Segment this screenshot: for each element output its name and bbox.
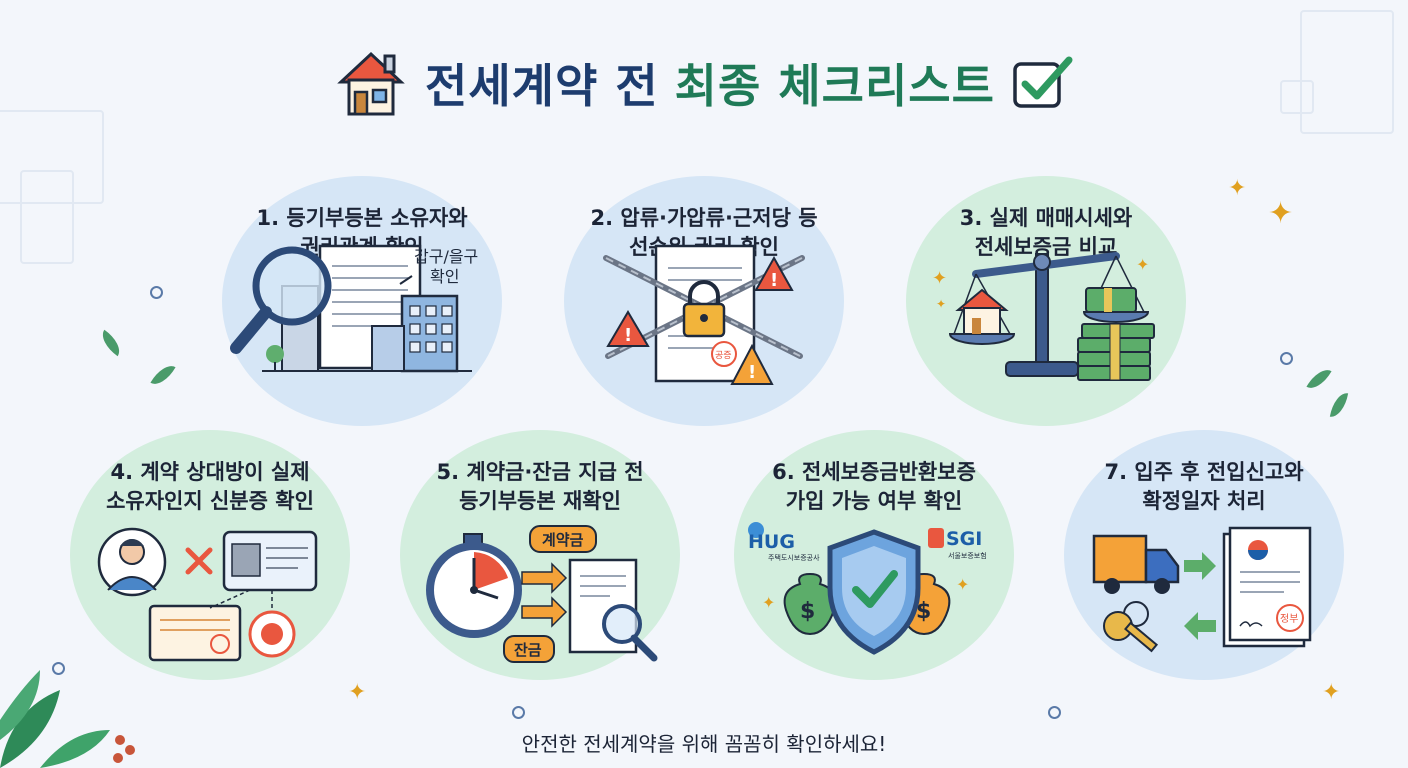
background-decoration (0, 110, 104, 204)
page-title: 전세계약 전 최종 체크리스트 (0, 38, 1408, 128)
deposit-tag: 계약금 (542, 531, 584, 549)
leaf-decoration (150, 360, 176, 390)
sgi-logo: SGI (946, 528, 982, 550)
svg-text:$: $ (916, 599, 931, 624)
hug-logo-caption: 주택도시보증공사 (768, 553, 820, 562)
svg-text:✦: ✦ (936, 297, 946, 311)
title-part-2: 최종 체크리스트 (674, 59, 995, 113)
footer-message: 안전한 전세계약을 위해 꼼꼼히 확인하세요! (521, 732, 887, 756)
dot-decoration (1048, 706, 1061, 719)
checklist-card-4: 4. 계약 상대방이 실제 소유자인지 신분증 확인 (70, 430, 350, 680)
stopwatch-document-icon: 계약금 잔금 (426, 525, 658, 663)
truck-key-document-icon: 정부 (1092, 526, 1312, 653)
sgi-logo-caption: 서울보증보험 (948, 551, 987, 560)
svg-text:$: $ (800, 599, 815, 624)
chained-document-icon: 공증 ! ! ! (603, 244, 805, 385)
svg-text:✦: ✦ (1136, 255, 1149, 274)
balance-scale-icon: ✦ ✦ ✦ (932, 252, 1155, 381)
card-title: 5. 계약금·잔금 지급 전 등기부등본 재확인 (436, 460, 644, 513)
document-magnifier-icon: 갑구/을구 확인 (230, 244, 478, 373)
checklist-card-5: 5. 계약금·잔금 지급 전 등기부등본 재확인 계약금 잔금 (400, 430, 680, 680)
hug-logo: HUG (748, 531, 795, 553)
background-decoration (1280, 80, 1314, 114)
svg-text:✦: ✦ (932, 268, 947, 289)
leaf-decoration (1329, 390, 1349, 420)
dot-decoration (52, 662, 65, 675)
checklist-card-2: 2. 압류·가압류·근저당 등 선순위 권리 확인 공증 ! ! ! (564, 176, 844, 426)
card-title: 7. 입주 후 전입신고와 확정일자 처리 (1104, 460, 1304, 513)
svg-text:✦: ✦ (762, 593, 775, 612)
sparkle-icon: ✦ (1228, 176, 1247, 201)
plant-decoration (0, 670, 135, 768)
checklist-card-6: 6. 전세보증금반환보증 가입 가능 여부 확인 HUG 주택도시보증공사 SG… (734, 430, 1014, 680)
shield-moneybag-icon: HUG 주택도시보증공사 SGI 서울보증보험 $ $ ✦ ✦ (748, 522, 987, 655)
note-text: 갑구/을구 (414, 247, 478, 266)
background-decoration (20, 170, 74, 264)
dot-decoration (1280, 352, 1293, 365)
dot-decoration (150, 286, 163, 299)
svg-text:✦: ✦ (956, 575, 969, 594)
background-decoration (1300, 10, 1394, 134)
checklist-card-7: 7. 입주 후 전입신고와 확정일자 처리 정부 (1064, 430, 1344, 680)
sparkle-icon: ✦ (1322, 680, 1341, 705)
svg-text:!: ! (770, 270, 778, 291)
card-title: 4. 계약 상대방이 실제 소유자인지 신분증 확인 (106, 460, 314, 513)
stamp-text: 정부 (1280, 613, 1298, 625)
leaf-decoration (1306, 364, 1332, 394)
checklist-card-3: 3. 실제 매매시세와 전세보증금 비교 ✦ ✦ ✦ (906, 176, 1186, 426)
id-verification-icon (97, 527, 318, 662)
svg-text:!: ! (748, 362, 756, 383)
checkbox-check-icon (1013, 56, 1073, 108)
card-title: 6. 전세보증금반환보증 가입 가능 여부 확인 (772, 460, 976, 513)
sparkle-icon: ✦ (348, 680, 367, 705)
checklist-card-1: 1. 등기부등본 소유자와 권리관계 확인 갑구/을구 확인 (222, 176, 502, 426)
sparkle-icon: ✦ (1268, 196, 1294, 231)
title-part-1: 전세계약 전 (425, 59, 659, 113)
house-icon (337, 51, 405, 116)
svg-text:!: ! (624, 325, 632, 346)
dot-decoration (512, 706, 525, 719)
stamp-text: 공증 (715, 350, 732, 361)
leaf-decoration (96, 329, 126, 357)
balance-tag: 잔금 (514, 641, 542, 659)
note-text: 확인 (430, 267, 459, 286)
